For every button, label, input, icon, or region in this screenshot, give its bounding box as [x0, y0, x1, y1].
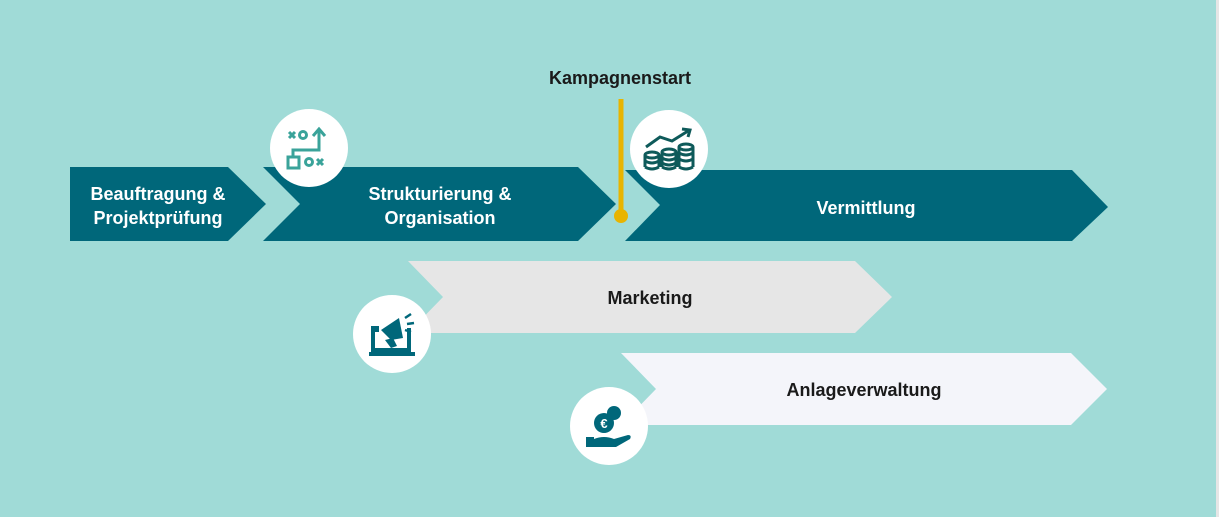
growth-coins-icon: [643, 127, 695, 171]
svg-text:€: €: [600, 416, 607, 431]
label-line-1: Strukturierung &: [368, 184, 512, 204]
step-marketing-arrow: [408, 261, 892, 333]
euro-hand-icon-badge: €: [570, 387, 648, 465]
step-strukturierung-label: Strukturierung & Organisation: [330, 182, 550, 230]
step-anlage-label: Anlageverwaltung: [786, 380, 942, 400]
kampagnenstart-label: Kampagnenstart: [548, 68, 692, 88]
step-marketing-label: Marketing: [607, 288, 693, 308]
right-border: [1216, 0, 1219, 517]
label-line-1: Beauftragung &: [90, 184, 226, 204]
label-line-2: Organisation: [384, 208, 496, 228]
step-beauftragung-label: Beauftragung & Projektprüfung: [70, 182, 246, 230]
step-beauftragung-arrow: [70, 167, 266, 241]
megaphone-laptop-icon: [369, 312, 415, 356]
step-anlage-arrow: [621, 353, 1107, 425]
step-vermittlung-label: Vermittlung: [816, 198, 916, 218]
step-strukturierung-arrow: [263, 167, 616, 241]
label-line-2: Projektprüfung: [93, 208, 223, 228]
strategy-icon-badge: [270, 109, 348, 187]
euro-hand-icon: €: [586, 406, 631, 447]
growth-coins-icon-badge: [630, 110, 708, 188]
step-vermittlung-arrow: [625, 170, 1108, 241]
megaphone-laptop-icon-badge: [353, 295, 431, 373]
kampagnenstart-dot: [614, 209, 628, 223]
strategy-icon: [286, 126, 327, 170]
